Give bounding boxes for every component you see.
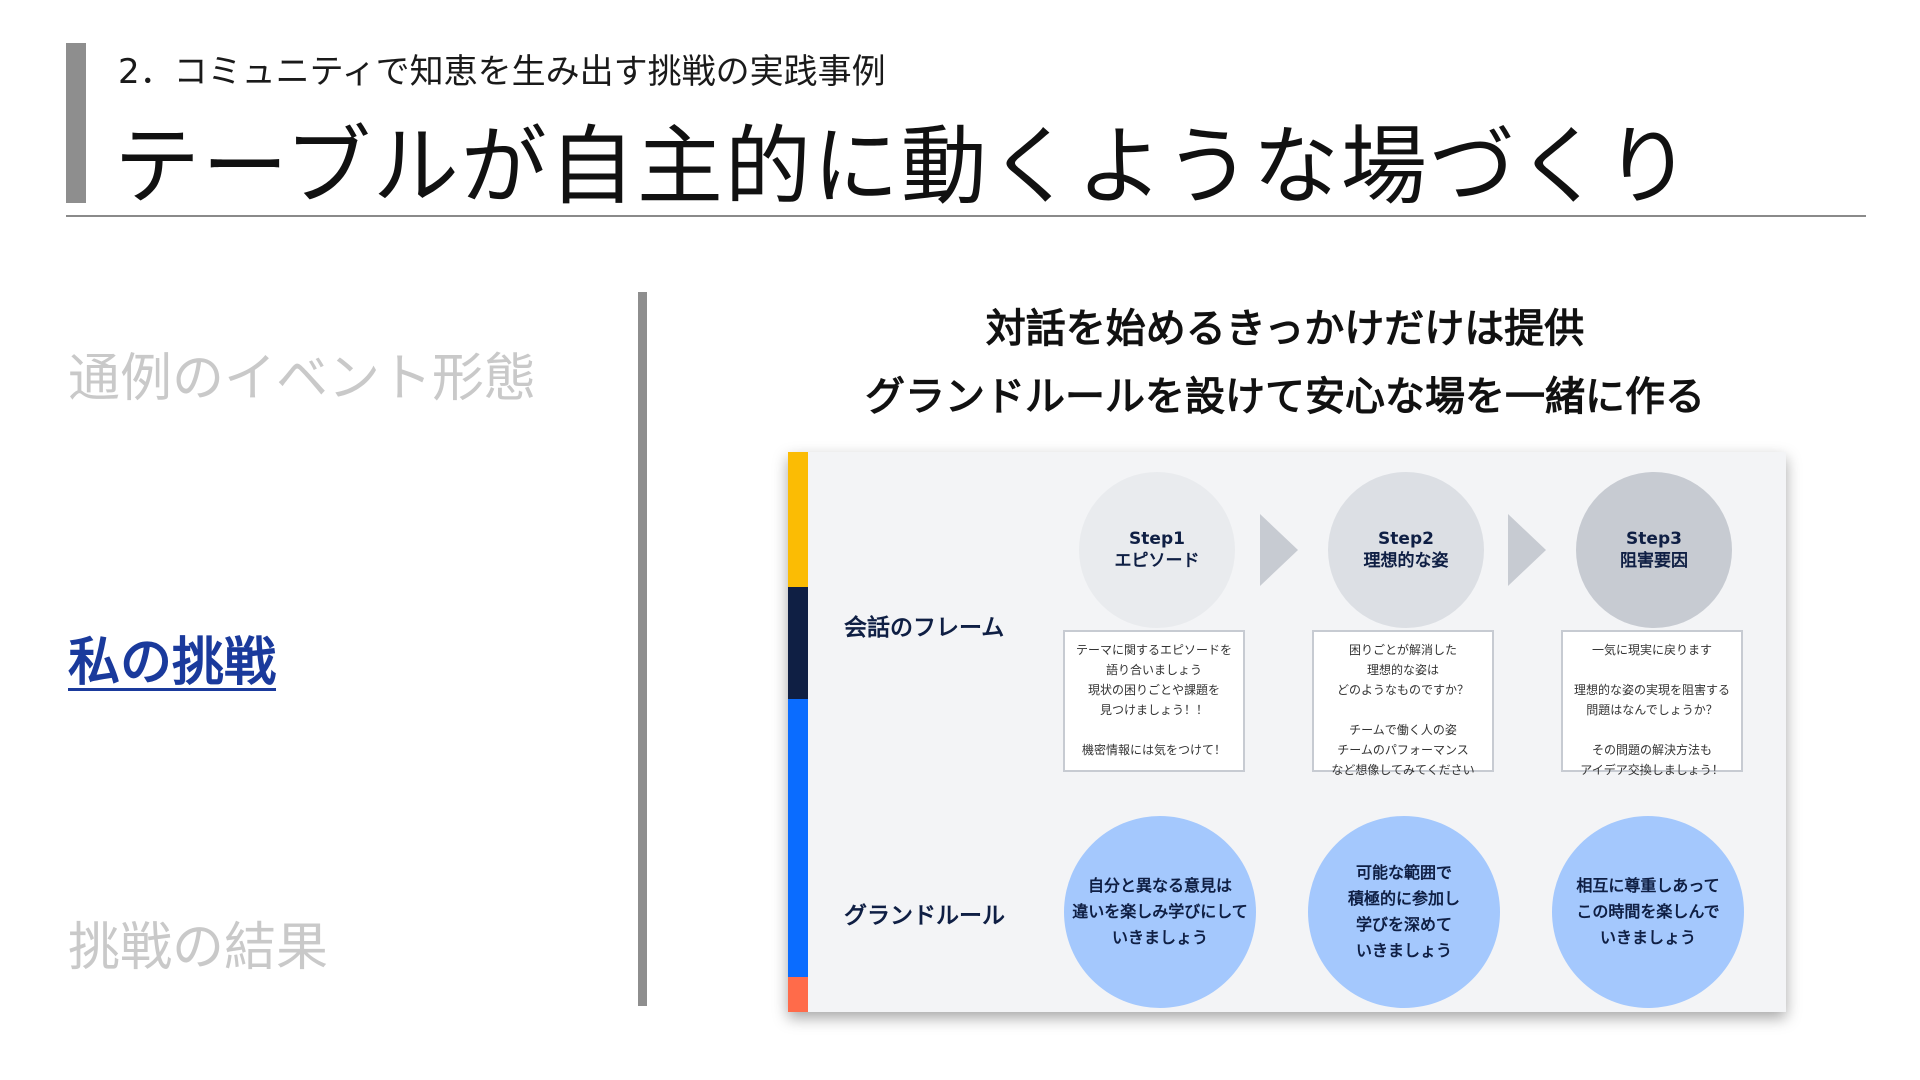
step3-text-line: アイデア交換しましょう！ — [1580, 763, 1724, 777]
vertical-divider — [638, 292, 647, 1006]
ground-rule-2: 可能な範囲で 積極的に参加し 学びを深めて いきましょう — [1308, 816, 1500, 1008]
headline-line-2: グランドルールを設けて安心な場を一緒に作る — [865, 374, 1705, 420]
step2-text-line: 理想的な姿は — [1366, 663, 1439, 677]
step1-text-line: 見つけましょう！！ — [1099, 703, 1208, 717]
step1-text-line: テーマに関するエピソードを — [1075, 643, 1232, 657]
rule2-text-line: いきましょう — [1355, 941, 1452, 960]
step1-text-line: 語り合いましょう — [1105, 663, 1202, 677]
stripe-navy — [788, 587, 808, 699]
step2-name: 理想的な姿 — [1363, 551, 1449, 571]
rule2-text-line: 積極的に参加し — [1347, 889, 1460, 908]
headline-line-1: 対話を始めるきっかけだけは提供 — [985, 306, 1585, 352]
step1-text-line: 機密情報には気をつけて！ — [1081, 743, 1226, 757]
step3-text-line: 問題はなんでしょうか？ — [1586, 703, 1718, 717]
step3-text-line: その問題の解決方法も — [1591, 743, 1712, 757]
step1-text-line: 現状の困りごとや課題を — [1087, 683, 1220, 697]
step3-name: 阻害要因 — [1620, 551, 1688, 571]
row-label-ground-rule: グランドルール — [844, 903, 1005, 929]
step2-text-line: チームのパフォーマンス — [1337, 743, 1469, 757]
title-divider — [66, 215, 1866, 217]
step1-text-line — [1065, 720, 1243, 740]
chevron-right-icon — [1260, 514, 1298, 586]
nav-item-usual-event[interactable]: 通例のイベント形態 — [68, 349, 537, 409]
step3-text-line — [1563, 720, 1741, 740]
step3-text-line — [1563, 660, 1741, 680]
step2-description: 困りごとが解消した 理想的な姿は どのようなものですか？ チームで働く人の姿 チ… — [1312, 630, 1494, 777]
rule3-text-line: この時間を楽しんで — [1576, 902, 1720, 921]
nav-item-challenge-result[interactable]: 挑戦の結果 — [68, 918, 329, 978]
rule1-text-line: 自分と異なる意見は — [1087, 876, 1232, 895]
step2-text-line: どのようなものですか？ — [1336, 683, 1469, 697]
framework-slide-image: 会話のフレーム グランドルール Step1 エピソード Step2 理想的な姿 … — [788, 452, 1786, 1012]
ground-rule-1: 自分と異なる意見は 違いを楽しみ学びにして いきましょう — [1064, 816, 1256, 1008]
step3-description: 一気に現実に戻ります 理想的な姿の実現を阻害する 問題はなんでしょうか？ その問… — [1561, 630, 1743, 777]
step3-circle: Step3 阻害要因 — [1576, 472, 1732, 628]
rule3-text-line: 相互に尊重しあって — [1576, 876, 1720, 895]
stripe-yellow — [788, 452, 808, 587]
step2-title: Step2 — [1378, 529, 1434, 549]
step3-title: Step3 — [1626, 529, 1682, 549]
step1-name: エピソード — [1114, 551, 1200, 571]
stripe-blue — [788, 699, 808, 977]
ground-rule-3: 相互に尊重しあって この時間を楽しんで いきましょう — [1552, 816, 1744, 1008]
row-label-frame: 会話のフレーム — [844, 615, 1005, 641]
step2-text-line: チームで働く人の姿 — [1349, 723, 1457, 737]
step2-text-line — [1314, 700, 1492, 720]
chevron-right-icon — [1508, 514, 1546, 586]
step2-circle: Step2 理想的な姿 — [1328, 472, 1484, 628]
rule3-text-line: いきましょう — [1599, 928, 1696, 947]
step3-text-line: 理想的な姿の実現を阻害する — [1573, 683, 1730, 697]
step1-description: テーマに関するエピソードを 語り合いましょう 現状の困りごとや課題を 見つけまし… — [1063, 630, 1245, 772]
step1-circle: Step1 エピソード — [1079, 472, 1235, 628]
rule2-text-line: 可能な範囲で — [1355, 863, 1452, 882]
step2-text-line: など想像してみてください — [1331, 763, 1475, 777]
slide-title: テーブルが自主的に動くような場づくり — [114, 117, 1693, 217]
step3-text-line: 一気に現実に戻ります — [1591, 643, 1712, 657]
stripe-orange — [788, 977, 808, 1012]
rule2-text-line: 学びを深めて — [1355, 915, 1452, 934]
section-subtitle: 2．コミュニティで知恵を生み出す挑戦の実践事例 — [118, 52, 886, 92]
step1-title: Step1 — [1129, 529, 1185, 549]
nav-item-my-challenge[interactable]: 私の挑戦 — [68, 633, 277, 693]
rule1-text-line: いきましょう — [1111, 928, 1208, 947]
title-accent-bar — [66, 43, 86, 203]
step2-text-line: 困りごとが解消した — [1348, 643, 1457, 657]
rule1-text-line: 違いを楽しみ学びにして — [1072, 902, 1248, 921]
